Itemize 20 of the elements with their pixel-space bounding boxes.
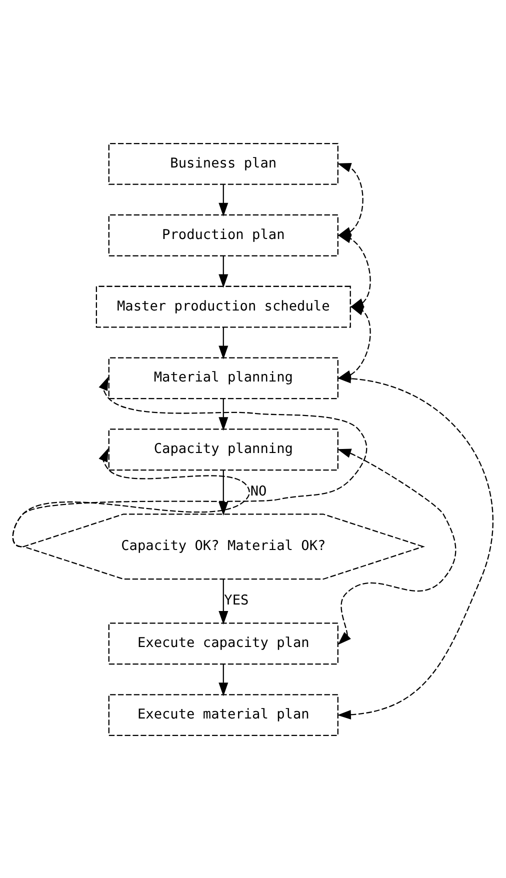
- arrow: [218, 327, 228, 359]
- edge-label: NO: [250, 483, 267, 500]
- arrow: [218, 578, 228, 624]
- arrow: [337, 373, 494, 719]
- node-box: Material planning: [108, 356, 338, 399]
- node-box: Master production schedule: [96, 285, 351, 328]
- arrow: [218, 664, 228, 696]
- arrow: [218, 256, 228, 288]
- arrow: [218, 184, 228, 216]
- node-box: Capacity planning: [108, 428, 338, 470]
- node-box: Execute capacity plan: [108, 622, 338, 664]
- arrow: [218, 398, 228, 430]
- node-box: Execute material plan: [108, 694, 338, 736]
- arrow: [337, 448, 456, 644]
- node-box: Business plan: [108, 142, 338, 184]
- node-box: Production plan: [108, 214, 338, 256]
- arrow: [12, 376, 368, 547]
- arrow: [12, 448, 250, 547]
- arrow: [218, 470, 228, 516]
- edge-label: YES: [224, 592, 249, 608]
